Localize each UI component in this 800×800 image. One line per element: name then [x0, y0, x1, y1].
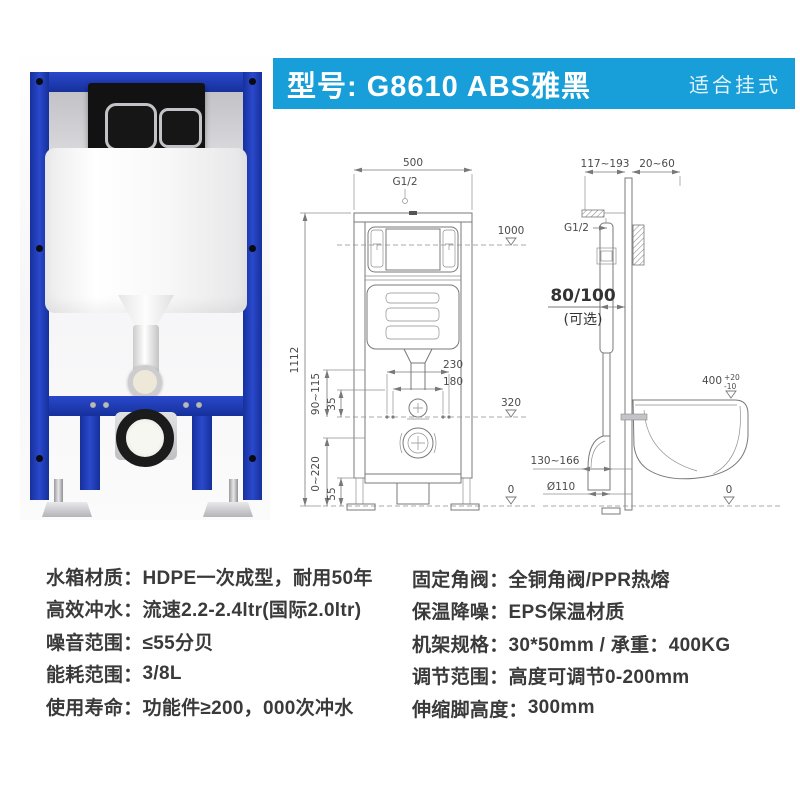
spec-row-tank-material: 水箱材质： HDPE一次成型，耐用50年 — [46, 560, 408, 593]
adjustable-leg-left — [54, 479, 63, 505]
spec-label: 调节范围： — [412, 667, 509, 689]
level-320: 320 — [501, 397, 521, 409]
dim-0-220: 0~220 — [310, 456, 322, 492]
option-dim-80-100: 80/100 — [550, 286, 616, 306]
dim-117-193: 117~193 — [581, 158, 630, 170]
spec-row-insulation: 保温降噪： EPS保温材质 — [412, 595, 788, 628]
dim-front-height: 1112 — [289, 347, 301, 374]
spec-value: 高度可调节0-200mm — [508, 667, 690, 689]
dim-130-166: 130~166 — [531, 455, 580, 467]
dim-180: 180 — [443, 376, 463, 388]
spec-row-flush-rate: 高效冲水： 流速2.2-2.4ltr(国际2.0ltr) — [46, 593, 408, 626]
front-feet-outline — [346, 473, 480, 511]
level-0-side: 0 — [726, 484, 733, 496]
fit-type-label: 适合挂式 — [689, 75, 781, 97]
dim-35: 35 — [326, 397, 338, 410]
side-foot — [601, 507, 621, 515]
dim-20-60: 20~60 — [639, 158, 675, 170]
mounting-hole — [36, 78, 43, 85]
screw — [183, 402, 189, 408]
support-post-right — [192, 416, 212, 490]
adjustable-leg-right — [229, 479, 238, 505]
spec-row-lifespan: 使用寿命： 功能件≥200，000次冲水 — [46, 690, 408, 723]
spec-value: EPS保温材质 — [508, 602, 625, 624]
cistern-tank — [45, 148, 247, 313]
technical-drawing: 500 G1/2 1112 — [285, 138, 795, 548]
front-inlet-label: G1/2 — [392, 176, 417, 188]
mounting-hole — [249, 455, 256, 462]
support-post-left — [80, 416, 100, 490]
spec-row-noise: 噪音范围： ≤55分贝 — [46, 625, 408, 658]
flush-button-large — [105, 103, 157, 151]
spec-value: 功能件≥200，000次冲水 — [142, 697, 354, 719]
wall-line — [624, 177, 633, 511]
side-tank-outline — [596, 218, 617, 354]
side-elbow — [587, 435, 611, 491]
frame-cross-bar — [49, 396, 243, 416]
frame-rail-right — [243, 72, 262, 500]
spec-label: 使用寿命： — [46, 697, 143, 719]
spec-value: HDPE一次成型，耐用50年 — [142, 567, 373, 589]
spec-label: 高效冲水： — [46, 600, 143, 622]
spec-label: 能耗范围： — [46, 665, 143, 687]
dim-90-115: 90~115 — [310, 373, 322, 415]
screw — [103, 402, 109, 408]
dim-pan-height: 400 — [702, 375, 722, 387]
spec-value: 全铜角阀/PPR热熔 — [508, 569, 670, 591]
front-view: 500 G1/2 1112 — [289, 157, 535, 511]
flush-button-small — [159, 108, 202, 148]
spec-row-angle-valve: 固定角阀： 全铜角阀/PPR热熔 — [412, 562, 788, 595]
foot-plate-left — [42, 502, 92, 517]
level-0-front: 0 — [508, 484, 515, 496]
level-1000: 1000 — [498, 225, 525, 237]
screw — [196, 402, 202, 408]
front-frame-outline — [353, 212, 473, 479]
spec-value: 300mm — [527, 697, 595, 719]
foot-plate-right — [203, 502, 253, 517]
screw — [90, 402, 96, 408]
dim-230: 230 — [443, 359, 463, 371]
frame-rail-left — [30, 72, 49, 500]
spec-label: 噪音范围： — [46, 632, 143, 654]
spec-value: ≤55分贝 — [142, 632, 214, 654]
model-label: 型号: G8610 ABS雅黑 — [287, 70, 591, 103]
spec-row-frame-size: 机架规格： 30*50mm / 承重：400KG — [412, 627, 788, 660]
dim-pan-tol-plus: +20 — [724, 373, 740, 382]
pan-outline — [620, 399, 749, 480]
spec-value: 30*50mm / 承重：400KG — [508, 634, 731, 656]
side-inlet-label: G1/2 — [564, 222, 589, 234]
spec-label: 伸缩脚高度： — [412, 699, 528, 721]
mounting-hole — [249, 245, 256, 252]
drain-outlet-ring — [116, 409, 174, 467]
front-tank-outline — [366, 284, 460, 390]
front-plate-outline — [365, 211, 461, 281]
front-outlets — [385, 398, 451, 459]
mounting-hole — [249, 78, 256, 85]
spec-value: 3/8L — [142, 662, 182, 684]
spec-row-consumption: 能耗范围： 3/8L — [46, 658, 408, 691]
spec-label: 保温降噪： — [412, 602, 509, 624]
spec-row-foot-height: 伸缩脚高度： 300mm — [412, 692, 788, 725]
model-banner: 型号: G8610 ABS雅黑 适合挂式 — [273, 58, 795, 109]
spec-label: 固定角阀： — [412, 569, 509, 591]
mounting-hole — [36, 245, 43, 252]
dim-front-width: 500 — [403, 157, 423, 169]
mounting-hole — [36, 455, 43, 462]
spec-label: 水箱材质： — [46, 567, 143, 589]
side-flush-plate — [632, 224, 645, 266]
product-photo — [20, 55, 270, 520]
spec-list-left: 水箱材质： HDPE一次成型，耐用50年 高效冲水： 流速2.2-2.4ltr(… — [46, 560, 408, 723]
spec-value: 流速2.2-2.4ltr(国际2.0ltr) — [142, 600, 362, 622]
side-down-pipe — [602, 353, 611, 436]
side-view: 117~193 20~60 G1/2 80/100 (可 — [531, 158, 780, 515]
dim-55: 55 — [326, 487, 338, 500]
spec-label: 机架规格： — [412, 634, 509, 656]
flush-plate — [88, 83, 205, 157]
dim-outlet-diameter: Ø110 — [547, 481, 575, 493]
dim-pan-tol-minus: -10 — [724, 382, 736, 391]
pipe-fitting — [128, 365, 162, 399]
spec-row-adjust-range: 调节范围： 高度可调节0-200mm — [412, 660, 788, 693]
option-note: (可选) — [564, 312, 603, 328]
spec-list-right: 固定角阀： 全铜角阀/PPR热熔 保温降噪： EPS保温材质 机架规格： 30*… — [412, 562, 788, 725]
